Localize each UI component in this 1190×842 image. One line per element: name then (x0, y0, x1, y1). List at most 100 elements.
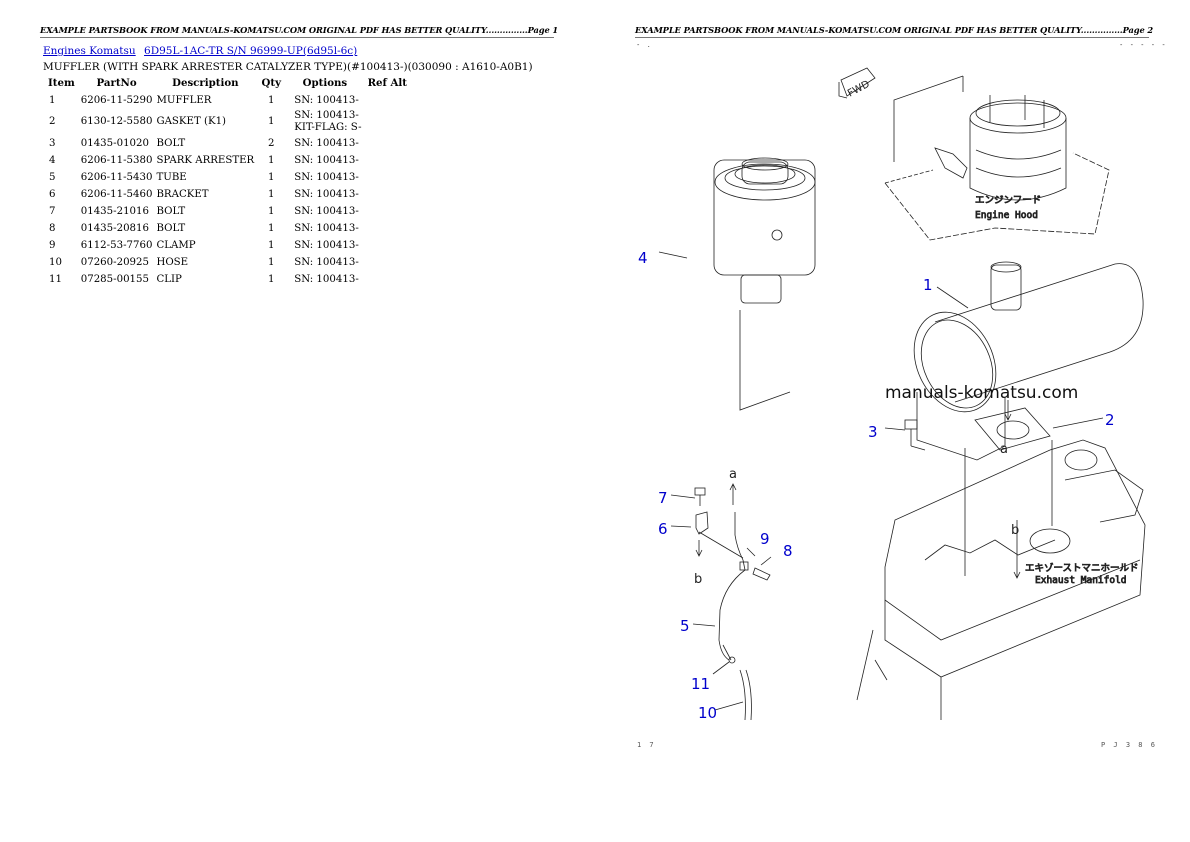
item-cell: 6 (49, 188, 56, 200)
description-cell: BRACKET (156, 188, 209, 200)
item-cell: 1 (49, 94, 56, 106)
qty-cell: 1 (267, 222, 275, 234)
ref-alt-cell (364, 237, 411, 254)
ref-alt-cell (364, 169, 411, 186)
qty-cell: 1 (267, 154, 275, 166)
ref-alt-cell (364, 92, 411, 109)
partno-cell: 6112-53-7760 (80, 239, 153, 251)
footer-right-code: P J 3 8 6 (1101, 741, 1157, 749)
column-header-ref-alt: Ref Alt (367, 77, 407, 89)
ref-a-tube-label: a (729, 467, 737, 482)
options-cell: SN: 100413- (294, 273, 359, 285)
bolt-7-part (694, 487, 706, 506)
qty-cell: 1 (267, 205, 275, 217)
engine-hood-label: Engine Hood (975, 210, 1038, 221)
item-cell: 7 (49, 205, 56, 217)
ref-alt-cell (364, 220, 411, 237)
column-header-options: Options (302, 77, 348, 89)
header-divider (40, 37, 554, 38)
description-cell: BOLT (156, 137, 186, 149)
item-cell: 2 (49, 116, 56, 127)
callout-9: 9 (760, 530, 770, 548)
breadcrumb-engines-komatsu[interactable]: Engines Komatsu (43, 45, 136, 57)
partno-cell: 07285-00155 (80, 273, 149, 285)
breadcrumb-model[interactable]: 6D95L-1AC-TR S/N 96999-UP(6d95l-6c) (144, 45, 358, 57)
ref-a-label: a (1000, 442, 1008, 457)
column-header-qty: Qty (261, 77, 281, 89)
item-cell: 3 (49, 137, 56, 149)
table-row: 3 01435-01020 BOLT 2 SN: 100413- (44, 135, 411, 152)
qty-cell: 1 (267, 116, 275, 127)
partno-cell: 07260-20925 (80, 256, 149, 268)
description-cell: BOLT (156, 222, 186, 234)
options-cell: SN: 100413- (294, 188, 359, 200)
description-cell: GASKET (K1) (156, 116, 227, 127)
qty-cell: 2 (267, 137, 275, 149)
qty-cell: 1 (267, 239, 275, 251)
description-cell: TUBE (156, 171, 187, 183)
exhaust-manifold-label: Exhaust Manifold (1035, 575, 1127, 586)
options-cell: SN: 100413- (294, 94, 359, 106)
ref-alt-cell (364, 254, 411, 271)
description-cell: MUFFLER (156, 94, 212, 106)
ref-alt-cell (364, 186, 411, 203)
top-right-marks: - - - - - (1120, 41, 1168, 49)
qty-cell: 1 (267, 273, 275, 285)
qty-cell: 1 (267, 256, 275, 268)
column-header-partno: PartNo (96, 77, 137, 89)
callout-4: 4 (638, 249, 648, 267)
options-cell: SN: 100413- (294, 239, 359, 251)
qty-cell: 1 (267, 188, 275, 200)
spark-arrester-part (713, 157, 816, 411)
callout-10: 10 (698, 704, 717, 722)
watermark-text: manuals-komatsu.com (885, 383, 1078, 403)
column-header-item: Item (48, 77, 75, 89)
fwd-arrow-icon: FWD (838, 67, 876, 99)
options-cell: SN: 100413- (294, 137, 359, 149)
ref-alt-cell (364, 109, 411, 135)
tube-assembly (718, 512, 752, 721)
bracket-part (695, 511, 709, 535)
qty-cell: 1 (267, 171, 275, 183)
parts-table: Item PartNo Description Qty Options Ref … (44, 76, 411, 288)
options-cell: SN: 100413-KIT-FLAG: S- (286, 109, 363, 135)
kit-flag-line: KIT-FLAG: S- (294, 122, 362, 133)
partno-cell: 6206-11-5380 (80, 154, 153, 166)
partno-cell: 01435-01020 (80, 137, 149, 149)
qty-cell: 1 (267, 94, 275, 106)
ref-alt-cell (364, 135, 411, 152)
item-cell: 10 (49, 256, 62, 268)
breadcrumb: Engines Komatsu 6D95L-1AC-TR S/N 96999-U… (43, 45, 362, 57)
callout-5: 5 (680, 617, 690, 635)
callout-7: 7 (658, 489, 668, 507)
partno-cell: 01435-21016 (80, 205, 149, 217)
exhaust-manifold-jp-label: エキゾーストマニホールド (1025, 563, 1139, 574)
footer-left-code: 1 7 (637, 741, 656, 749)
callout-3: 3 (868, 423, 878, 441)
description-cell: CLAMP (156, 239, 196, 251)
ref-b-label: b (1011, 523, 1019, 538)
callout-1: 1 (923, 276, 933, 294)
options-cell: SN: 100413- (294, 205, 359, 217)
top-left-marks: - . (637, 41, 653, 49)
options-cell: SN: 100413- (294, 222, 359, 234)
item-cell: 11 (49, 273, 62, 285)
partno-cell: 6206-11-5430 (80, 171, 153, 183)
ref-alt-cell (364, 203, 411, 220)
options-line: SN: 100413- (294, 110, 359, 121)
item-cell: 4 (49, 154, 56, 166)
bolt-8-part (752, 567, 771, 581)
callout-2: 2 (1105, 411, 1115, 429)
page-2: EXAMPLE PARTSBOOK FROM MANUALS-KOMATSU.C… (595, 0, 1190, 842)
gasket-part (974, 407, 1051, 451)
ref-alt-cell (364, 271, 411, 288)
ref-alt-cell (364, 152, 411, 169)
